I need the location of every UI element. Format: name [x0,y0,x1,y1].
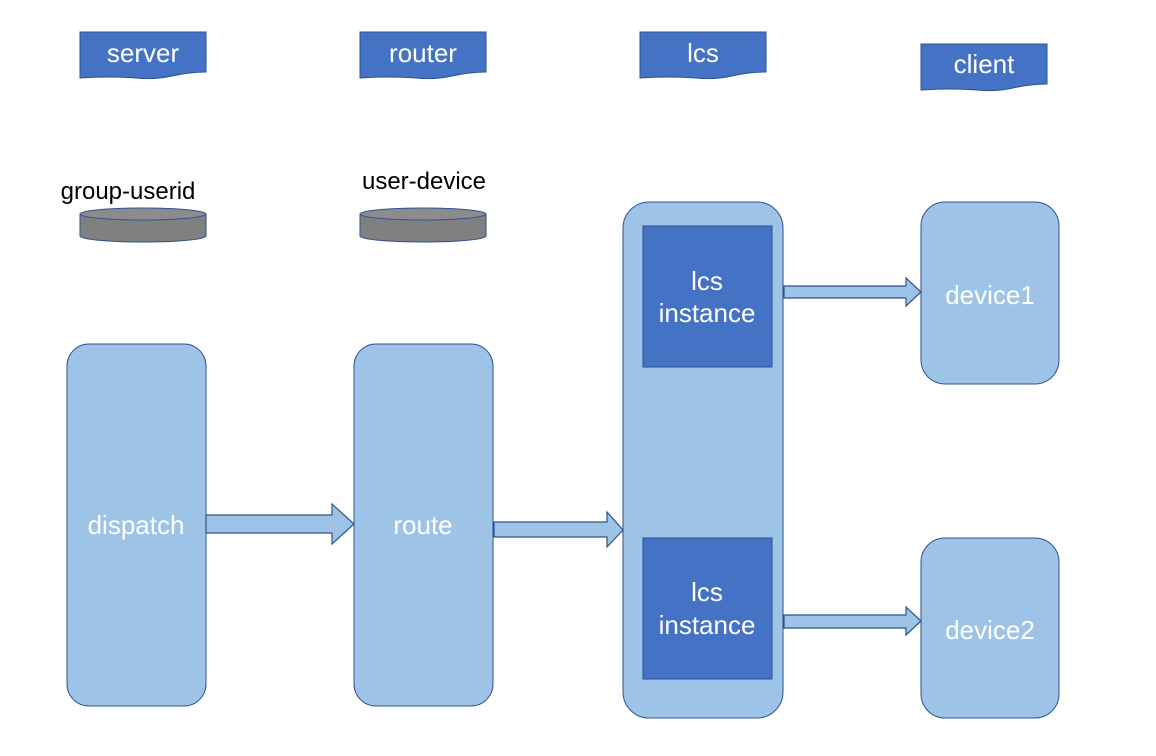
lane-header-lcs: lcs [639,31,767,80]
node-lcs-instance-2-label-line1: lcs [691,577,723,607]
arrow-route-to-lcs [493,510,624,549]
lane-header-router: router [359,31,487,80]
lane-header-router-label: router [389,38,457,68]
arrow-dispatch-to-route [205,502,355,546]
node-device1: device1 [920,201,1060,385]
node-lcs-instance-2-label-line2: instance [659,610,756,640]
lane-header-client: client [920,43,1048,92]
node-lcs-instance-1-label-line2: instance [659,298,756,328]
node-device1-label: device1 [945,280,1035,310]
store-user-device: user-device [359,168,487,243]
node-route-label: route [393,510,452,540]
store-group-userid: group-userid [61,178,207,243]
node-device2-label: device2 [945,615,1035,645]
lane-header-lcs-label: lcs [687,38,719,68]
lane-header-server: server [79,31,207,80]
node-lcs-instance-2: lcs instance [642,537,773,680]
arrow-lcs-instance-1-to-device1 [783,276,922,308]
node-dispatch: dispatch [66,343,207,707]
node-device2: device2 [920,537,1060,719]
lane-header-client-label: client [954,49,1015,79]
store-user-device-label: user-device [362,168,486,195]
lane-header-server-label: server [107,38,180,68]
arrow-lcs-instance-2-to-device2 [783,605,922,637]
node-dispatch-label: dispatch [88,510,185,540]
node-lcs-instance-1: lcs instance [642,225,773,368]
store-group-userid-label: group-userid [61,178,196,205]
node-lcs-instance-1-label-line1: lcs [691,266,723,296]
node-route: route [353,343,494,707]
